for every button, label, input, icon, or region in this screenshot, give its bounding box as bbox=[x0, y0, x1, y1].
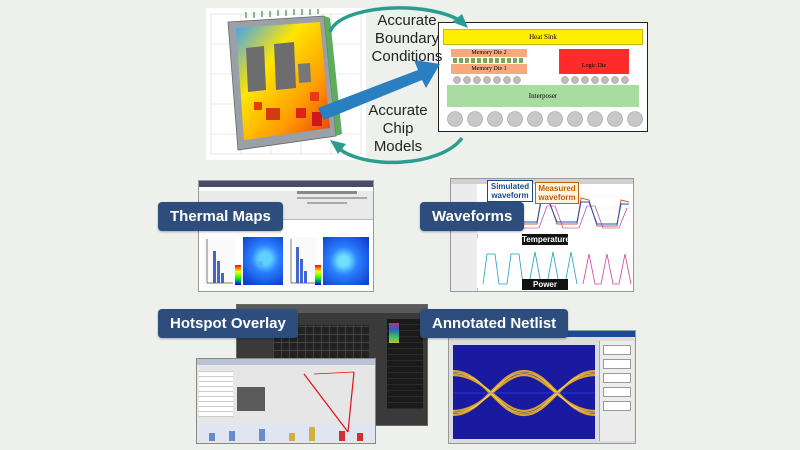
heat-sink-layer: Heat Sink bbox=[443, 29, 643, 45]
memory-bump-row bbox=[453, 58, 525, 63]
callout-top-line-3: Conditions bbox=[371, 48, 443, 65]
bottom-arc-arrowhead bbox=[330, 140, 346, 154]
callout-bottom-line-2: Chip bbox=[382, 120, 414, 137]
thermal-histogram-right bbox=[287, 237, 317, 287]
callout-top-line-2: Boundary bbox=[374, 30, 440, 47]
top-arc-arrow bbox=[328, 6, 463, 33]
chip-3d-render bbox=[206, 8, 366, 160]
logic-die: Logic Die bbox=[559, 49, 629, 74]
thermal-histogram-left bbox=[203, 237, 235, 287]
thermal-maps-tag: Thermal Maps bbox=[158, 202, 283, 231]
measured-label-line-2: waveform bbox=[538, 193, 576, 202]
thermal-colorbar-right bbox=[315, 265, 321, 285]
main-blue-arrow bbox=[318, 60, 440, 120]
interposer-label: Interposer bbox=[528, 92, 558, 100]
solder-balls bbox=[447, 111, 643, 127]
callout-top-line-1: Accurate bbox=[377, 12, 437, 29]
eye-diagram bbox=[452, 345, 596, 439]
netlist-side-panel bbox=[599, 341, 634, 441]
eye-diagram-traces bbox=[452, 369, 596, 417]
simulated-waveform-label: Simulated waveform bbox=[487, 180, 533, 202]
package-cross-section: Heat Sink Memory Die 2 Memory Die 1 Logi… bbox=[438, 22, 648, 132]
heat-sink-label: Heat Sink bbox=[529, 33, 557, 41]
chip-models-callout: Accurate Chip Models bbox=[358, 102, 438, 156]
annotated-netlist-screenshot bbox=[448, 330, 636, 444]
bottom-arc-arrow bbox=[334, 136, 464, 165]
power-label: Power bbox=[522, 279, 568, 290]
hotspot-overlay-tag: Hotspot Overlay bbox=[158, 309, 298, 338]
hotspot-layer-panel bbox=[387, 319, 423, 409]
simulated-label-line-2: waveform bbox=[491, 191, 529, 200]
thermal-map-left bbox=[243, 237, 283, 285]
hotspot-front-list bbox=[199, 371, 233, 417]
thermal-colorbar-left bbox=[235, 265, 241, 285]
thermal-maps-screenshot bbox=[198, 180, 374, 292]
thermal-window-titlebar bbox=[199, 181, 373, 187]
thermal-map-right bbox=[323, 237, 369, 285]
temperature-label: Temperature bbox=[522, 234, 570, 245]
hotspot-histogram-strip bbox=[199, 423, 373, 441]
logic-die-label: Logic Die bbox=[581, 63, 607, 69]
micro-bumps bbox=[453, 76, 629, 84]
callout-bottom-line-3: Models bbox=[373, 138, 423, 155]
boundary-conditions-callout: Accurate Boundary Conditions bbox=[362, 12, 452, 66]
measured-label-line-1: Measured bbox=[538, 184, 576, 193]
memory-die-1: Memory Die 1 bbox=[451, 64, 527, 74]
hotspot-front-window bbox=[196, 358, 376, 444]
hotspot-front-panel bbox=[237, 387, 265, 411]
chip-3d-render-graphic bbox=[210, 9, 362, 155]
waveform-side-panel bbox=[451, 184, 478, 291]
memory-die-2: Memory Die 2 bbox=[451, 49, 527, 57]
top-arc-arrowhead bbox=[452, 14, 468, 28]
memory-die-1-label: Memory Die 1 bbox=[471, 66, 507, 72]
annotated-netlist-tag: Annotated Netlist bbox=[420, 309, 569, 338]
interposer-layer: Interposer bbox=[447, 85, 639, 107]
waveform-window-titlebar bbox=[451, 179, 633, 184]
waveforms-tag: Waveforms bbox=[420, 202, 525, 231]
simulated-label-line-1: Simulated bbox=[490, 182, 530, 191]
hotspot-connector-lines bbox=[303, 371, 355, 433]
memory-die-2-label: Memory Die 2 bbox=[471, 50, 507, 56]
measured-waveform-label: Measured waveform bbox=[535, 182, 579, 204]
callout-bottom-line-1: Accurate bbox=[368, 102, 428, 119]
